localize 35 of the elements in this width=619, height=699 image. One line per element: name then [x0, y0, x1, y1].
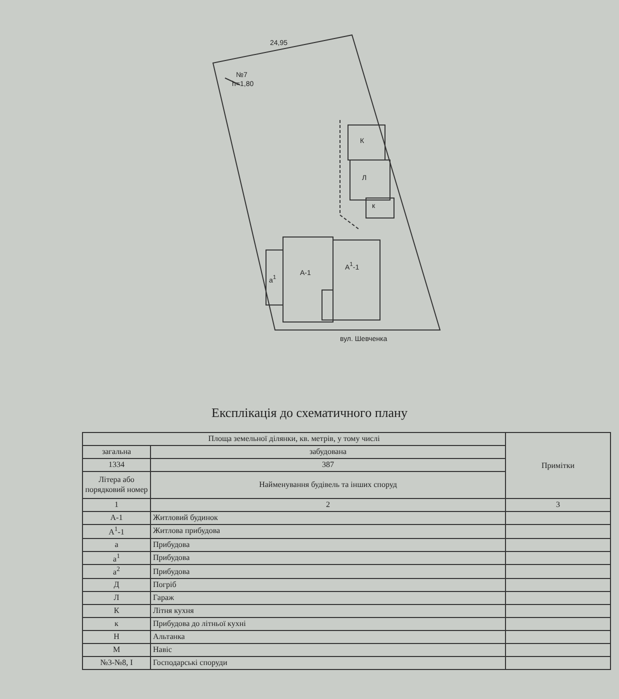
- table-cell: Житлова прибудова: [150, 524, 506, 538]
- table-cell: Навіс: [150, 643, 506, 656]
- table-cell: а: [82, 538, 150, 552]
- table-cell: 3: [506, 498, 611, 512]
- table-cell: Альтанка: [150, 630, 506, 644]
- table-cell: 387: [150, 458, 506, 472]
- table-cell: забудована: [150, 446, 506, 458]
- table-cell: а$^{2}$: [82, 564, 150, 578]
- table-cell: Гараж: [150, 591, 506, 604]
- table-cell: Н: [82, 630, 150, 644]
- table-cell: 2: [150, 498, 506, 512]
- table-cell: Господарські споруди: [150, 656, 506, 670]
- table-cell: Л: [82, 591, 150, 604]
- table-cell: Прибудова: [150, 551, 506, 565]
- table-cell: Площа земельної ділянки, кв. метрів, у тому числі: [82, 432, 506, 446]
- table-cell: №3-№8, І: [82, 656, 150, 670]
- table-cell: Д: [82, 578, 150, 592]
- table-cell: М: [82, 643, 150, 656]
- table-cell: Житловий будинок: [150, 512, 506, 524]
- table-cell: Літня кухня: [150, 604, 506, 618]
- table-cell: Прибудова: [150, 564, 506, 578]
- table-cell: Примітки: [506, 432, 611, 498]
- table-cell: Прибудова до літньої кухні: [150, 617, 506, 630]
- table-title: Експлікація до схематичного плану: [210, 405, 408, 421]
- table-cell: К: [82, 604, 150, 618]
- table-cell: загальна: [82, 446, 150, 458]
- table-cell: 1: [82, 498, 150, 512]
- table-cell: 1334: [82, 458, 150, 472]
- table-cell: А$^{1}$-1: [82, 524, 150, 538]
- table-cell: Літера або порядковий номер: [82, 472, 150, 498]
- table-cell: А-1: [82, 512, 150, 524]
- table-cell: а$^{1}$: [82, 551, 150, 565]
- table-cell: Погріб: [150, 578, 506, 592]
- table-cell: к: [82, 617, 150, 630]
- table-cell: Прибудова: [150, 538, 506, 552]
